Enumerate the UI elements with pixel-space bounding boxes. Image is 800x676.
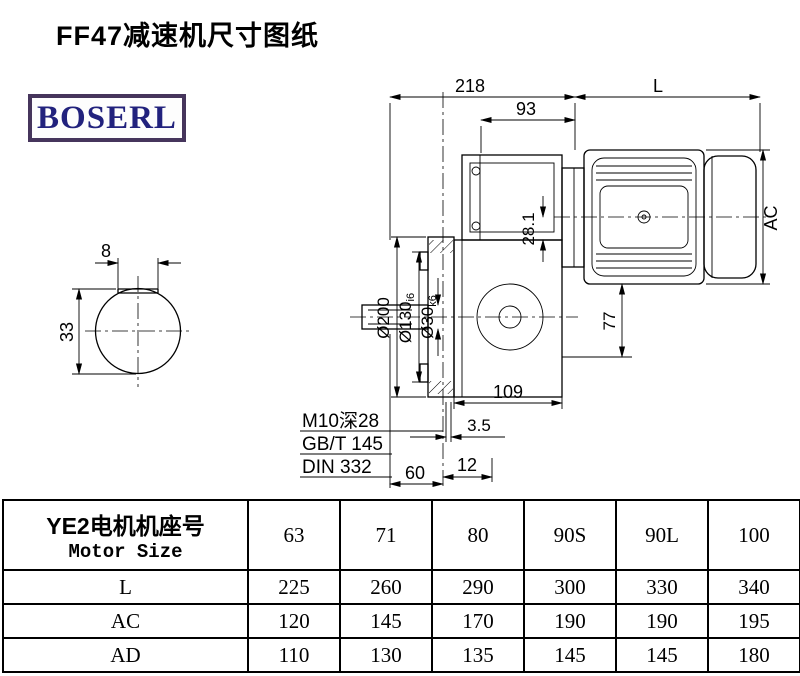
dim-label-key-width: 8 [101, 241, 111, 261]
cell-AC-100: 195 [707, 603, 800, 639]
dim-77: 77 [562, 283, 632, 358]
cell-L-90S: 300 [523, 569, 617, 605]
cell-AC-80: 170 [431, 603, 525, 639]
dim-label-77: 77 [600, 312, 619, 331]
cell-AC-63: 120 [247, 603, 341, 639]
motor-adapter [561, 167, 585, 268]
dim-60: 60 [389, 334, 444, 488]
cell-AD-80: 135 [431, 637, 525, 673]
table-header-row: YE2电机机座号 Motor Size 63 71 80 90S 90L 100 [2, 499, 800, 571]
size-90S: 90S [523, 499, 617, 571]
dim-28-1: 28.1 [519, 196, 560, 262]
table-row-AC: AC 120 145 170 190 190 195 [2, 603, 800, 639]
dim-L: L [574, 76, 761, 152]
dim-93: 93 [480, 99, 576, 153]
cell-AD-71: 130 [339, 637, 433, 673]
dim-12: 12 [442, 455, 493, 482]
dim-label-d130: Ø130i6 [396, 293, 417, 343]
dim-label-60: 60 [405, 463, 425, 483]
gear-housing [453, 154, 563, 398]
row-label-AC: AC [2, 603, 249, 639]
dim-d130: Ø130i6 [396, 251, 428, 383]
cell-AD-63: 110 [247, 637, 341, 673]
dim-label-d30-main: Ø30 [418, 307, 437, 339]
motor-size-table: YE2电机机座号 Motor Size 63 71 80 90S 90L 100… [2, 499, 800, 673]
thread-notes: M10深28 GB/T 145 DIN 332 [300, 410, 443, 478]
dim-label-3-5: 3.5 [467, 416, 491, 435]
technical-drawing: 8 33 [57, 76, 781, 488]
dim-label-shaft-key-height: 33 [57, 322, 77, 342]
cell-L-90L: 330 [615, 569, 709, 605]
motor [583, 149, 757, 285]
dim-label-109: 109 [493, 382, 523, 402]
cell-AD-90L: 145 [615, 637, 709, 673]
note-din332: DIN 332 [302, 457, 372, 478]
dim-label-d30-tol: k6 [427, 295, 439, 307]
header-cn: YE2电机机座号 [46, 513, 205, 539]
cell-L-63: 225 [247, 569, 341, 605]
dim-label-AC: AC [761, 205, 781, 230]
dim-label-93: 93 [516, 99, 536, 119]
note-thread: M10深28 [302, 410, 379, 432]
gearbox-main-view [350, 92, 772, 488]
table-row-AD: AD 110 130 135 145 145 180 [2, 637, 800, 673]
dim-218: 218 [389, 76, 576, 240]
note-gbt145: GB/T 145 [302, 434, 383, 455]
dim-AC: AC [706, 149, 781, 285]
dim-label-28-1: 28.1 [519, 212, 538, 245]
size-100: 100 [707, 499, 800, 571]
table-row-L: L 225 260 290 300 330 340 [2, 569, 800, 605]
cell-AC-71: 145 [339, 603, 433, 639]
dim-label-d130-tol: i6 [405, 293, 417, 302]
header-en: Motor Size [68, 541, 183, 563]
dim-d200: Ø200 [374, 236, 426, 398]
row-label-AD: AD [2, 637, 249, 673]
cell-AD-100: 180 [707, 637, 800, 673]
cell-AC-90S: 190 [523, 603, 617, 639]
dim-label-d200: Ø200 [374, 297, 393, 339]
size-63: 63 [247, 499, 341, 571]
brand-logo: BOSERL [28, 94, 186, 142]
header-motor-size-cell: YE2电机机座号 Motor Size [2, 499, 249, 571]
dim-3-5: 3.5 [410, 402, 505, 442]
dim-key-width: 8 [95, 241, 181, 291]
cell-AD-90S: 145 [523, 637, 617, 673]
dim-label-218: 218 [455, 76, 485, 96]
dim-shaft-key-height: 33 [57, 288, 136, 375]
dim-d30: Ø30k6 [418, 278, 442, 356]
brand-logo-text: BOSERL [37, 99, 177, 136]
cell-L-71: 260 [339, 569, 433, 605]
row-label-L: L [2, 569, 249, 605]
page-title: FF47减速机尺寸图纸 [56, 21, 320, 51]
cell-AC-90L: 190 [615, 603, 709, 639]
dimensions: 218 L 93 AC Ø200 [300, 76, 781, 488]
size-71: 71 [339, 499, 433, 571]
dim-label-L: L [653, 76, 663, 96]
dim-109: 109 [453, 382, 563, 409]
size-80: 80 [431, 499, 525, 571]
cell-L-80: 290 [431, 569, 525, 605]
cell-L-100: 340 [707, 569, 800, 605]
dim-label-d130-main: Ø130 [396, 301, 415, 343]
shaft-end-view: 8 33 [57, 241, 192, 387]
size-90L: 90L [615, 499, 709, 571]
dim-label-d30: Ø30k6 [418, 295, 439, 339]
fan-cover [703, 155, 757, 279]
dim-label-12: 12 [457, 455, 477, 475]
